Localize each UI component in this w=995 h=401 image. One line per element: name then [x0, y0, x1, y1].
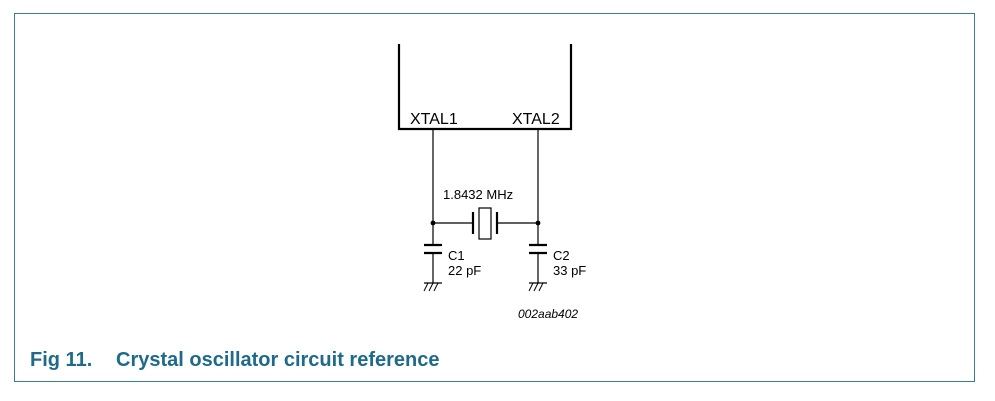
c2-value-label: 33 pF — [553, 263, 586, 278]
figure-number: Fig 11. — [30, 349, 93, 371]
c1-value-label: 22 pF — [448, 263, 481, 278]
figure-reference-code: 002aab402 — [518, 307, 578, 321]
pin-label-xtal2: XTAL2 — [512, 111, 560, 128]
ground-icon — [528, 282, 547, 292]
capacitor-c1-symbol — [424, 243, 442, 283]
junction-dot-left — [430, 220, 436, 226]
ic-outline — [397, 44, 573, 131]
c2-name-label: C2 — [553, 248, 570, 263]
figure-frame — [14, 13, 975, 382]
figure-title: Crystal oscillator circuit reference — [116, 349, 440, 371]
crystal-frequency-label: 1.8432 MHz — [443, 187, 513, 202]
c1-name-label: C1 — [448, 248, 465, 263]
ground-icon — [423, 282, 442, 292]
junction-dot-right — [535, 220, 541, 226]
figure-caption: Fig 11. Crystal oscillator circuit refere… — [30, 349, 439, 372]
crystal-symbol — [471, 207, 499, 240]
pin-label-xtal1: XTAL1 — [410, 111, 458, 128]
capacitor-c2-symbol — [529, 243, 547, 283]
